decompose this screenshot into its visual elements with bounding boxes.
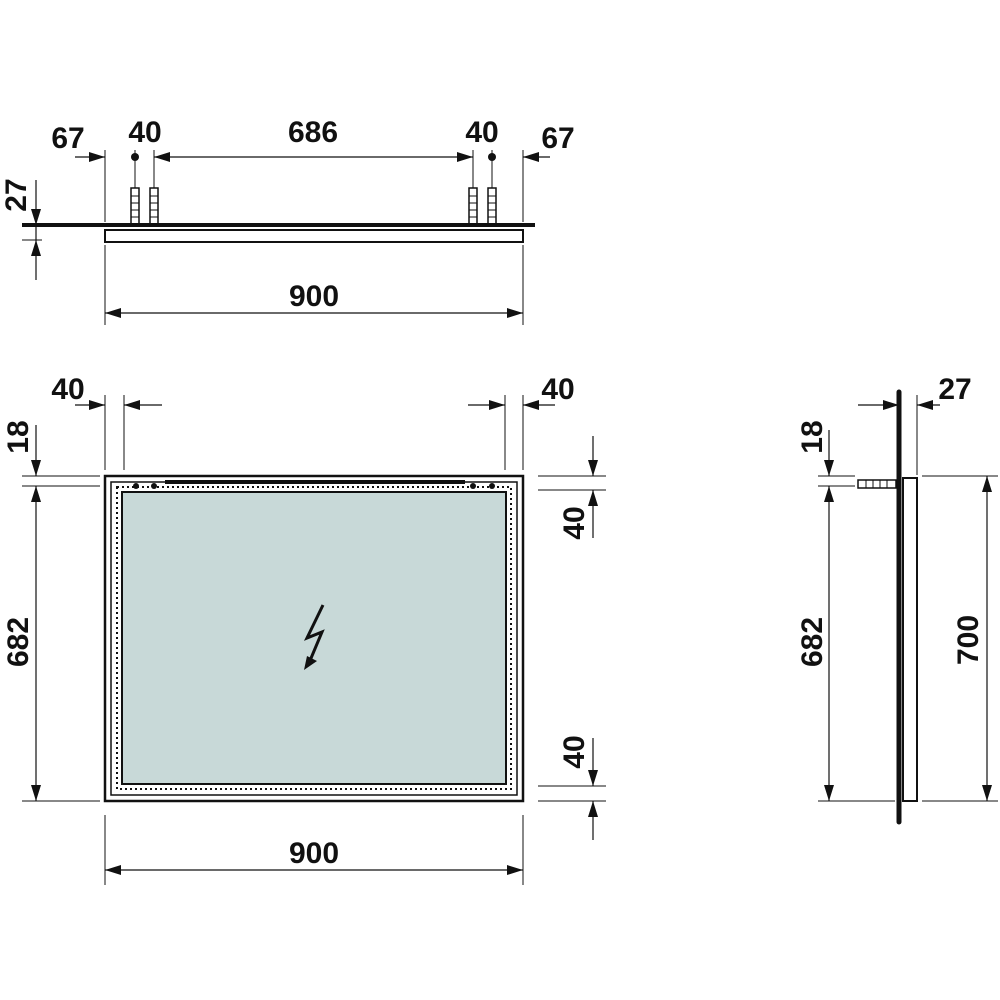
lightning-bolt-icon <box>303 604 325 664</box>
arrow <box>31 460 41 476</box>
arrow <box>588 490 598 506</box>
front-dim-right-offset: 40 <box>541 373 574 406</box>
dim-width: 900 <box>289 280 339 313</box>
side-dim-top-offset: 18 <box>796 420 829 453</box>
side-dim-height: 682 <box>796 617 829 667</box>
front-hole <box>151 483 157 489</box>
dim-right-margin: 67 <box>541 122 574 155</box>
front-hole <box>133 483 139 489</box>
dim-right-hole: 40 <box>465 116 498 149</box>
front-dim-bottom-right: 40 <box>558 735 591 768</box>
arrow <box>507 865 523 875</box>
arrow <box>507 308 523 318</box>
arrow <box>982 476 992 492</box>
top-mirror-body <box>104 229 524 243</box>
arrow <box>31 209 41 225</box>
arrow <box>124 400 140 410</box>
top-view: 67 40 686 40 67 27 900 <box>0 116 575 325</box>
side-dim-total-height: 700 <box>952 615 985 665</box>
hole-marker <box>488 153 496 161</box>
side-mirror-body <box>902 477 918 802</box>
arrow <box>917 400 933 410</box>
dim-left-hole: 40 <box>128 116 161 149</box>
hole-marker <box>131 153 139 161</box>
arrow <box>89 400 105 410</box>
wall-plug-icon <box>149 187 159 225</box>
dim-left-margin: 67 <box>51 122 84 155</box>
arrow <box>31 486 41 502</box>
front-hole <box>489 483 495 489</box>
top-wall-plugs <box>130 187 497 225</box>
front-dim-width: 900 <box>289 837 339 870</box>
front-dim-height: 682 <box>2 617 35 667</box>
arrow <box>588 770 598 786</box>
arrow <box>31 785 41 801</box>
arrow <box>154 152 170 162</box>
top-width-extension-lines <box>104 245 524 325</box>
arrow <box>31 240 41 256</box>
dim-hole-spacing: 686 <box>288 116 338 149</box>
arrow <box>489 400 505 410</box>
arrow <box>824 785 834 801</box>
front-outer-frame <box>103 474 525 803</box>
front-dim-top-right: 40 <box>558 506 591 539</box>
arrow <box>824 460 834 476</box>
top-extension-lines <box>104 150 524 222</box>
side-left-extension-lines <box>818 475 895 802</box>
front-right-extension-lines <box>538 475 606 802</box>
arrow <box>523 400 539 410</box>
side-dim-depth: 27 <box>938 373 971 406</box>
arrow <box>588 460 598 476</box>
arrow <box>105 308 121 318</box>
wall-plug-icon <box>487 187 497 225</box>
side-view: 27 18 682 700 <box>796 373 998 825</box>
arrow <box>588 801 598 817</box>
wall-plug-icon <box>130 187 140 225</box>
wall-plug-icon <box>857 479 897 489</box>
front-dim-top-offset: 18 <box>2 420 35 453</box>
side-right-extension-lines <box>922 475 998 802</box>
dim-depth: 27 <box>0 178 33 211</box>
arrow <box>824 486 834 502</box>
front-view: 40 40 18 682 40 40 900 <box>2 373 606 885</box>
arrow <box>457 152 473 162</box>
front-top-extension-lines <box>104 395 524 470</box>
front-left-extension-lines <box>22 475 100 802</box>
arrow <box>883 400 899 410</box>
wall-plug-icon <box>468 187 478 225</box>
mirror-glass <box>121 491 507 785</box>
arrow <box>523 152 539 162</box>
front-hole <box>470 483 476 489</box>
arrow <box>982 785 992 801</box>
arrow <box>105 865 121 875</box>
front-bottom-extension-lines <box>104 815 524 885</box>
top-depth-ext <box>22 224 42 241</box>
front-dim-left-offset: 40 <box>51 373 84 406</box>
arrow <box>89 152 105 162</box>
lightning-bolt-arrowhead <box>304 656 317 670</box>
led-strip-dotted <box>116 486 512 790</box>
